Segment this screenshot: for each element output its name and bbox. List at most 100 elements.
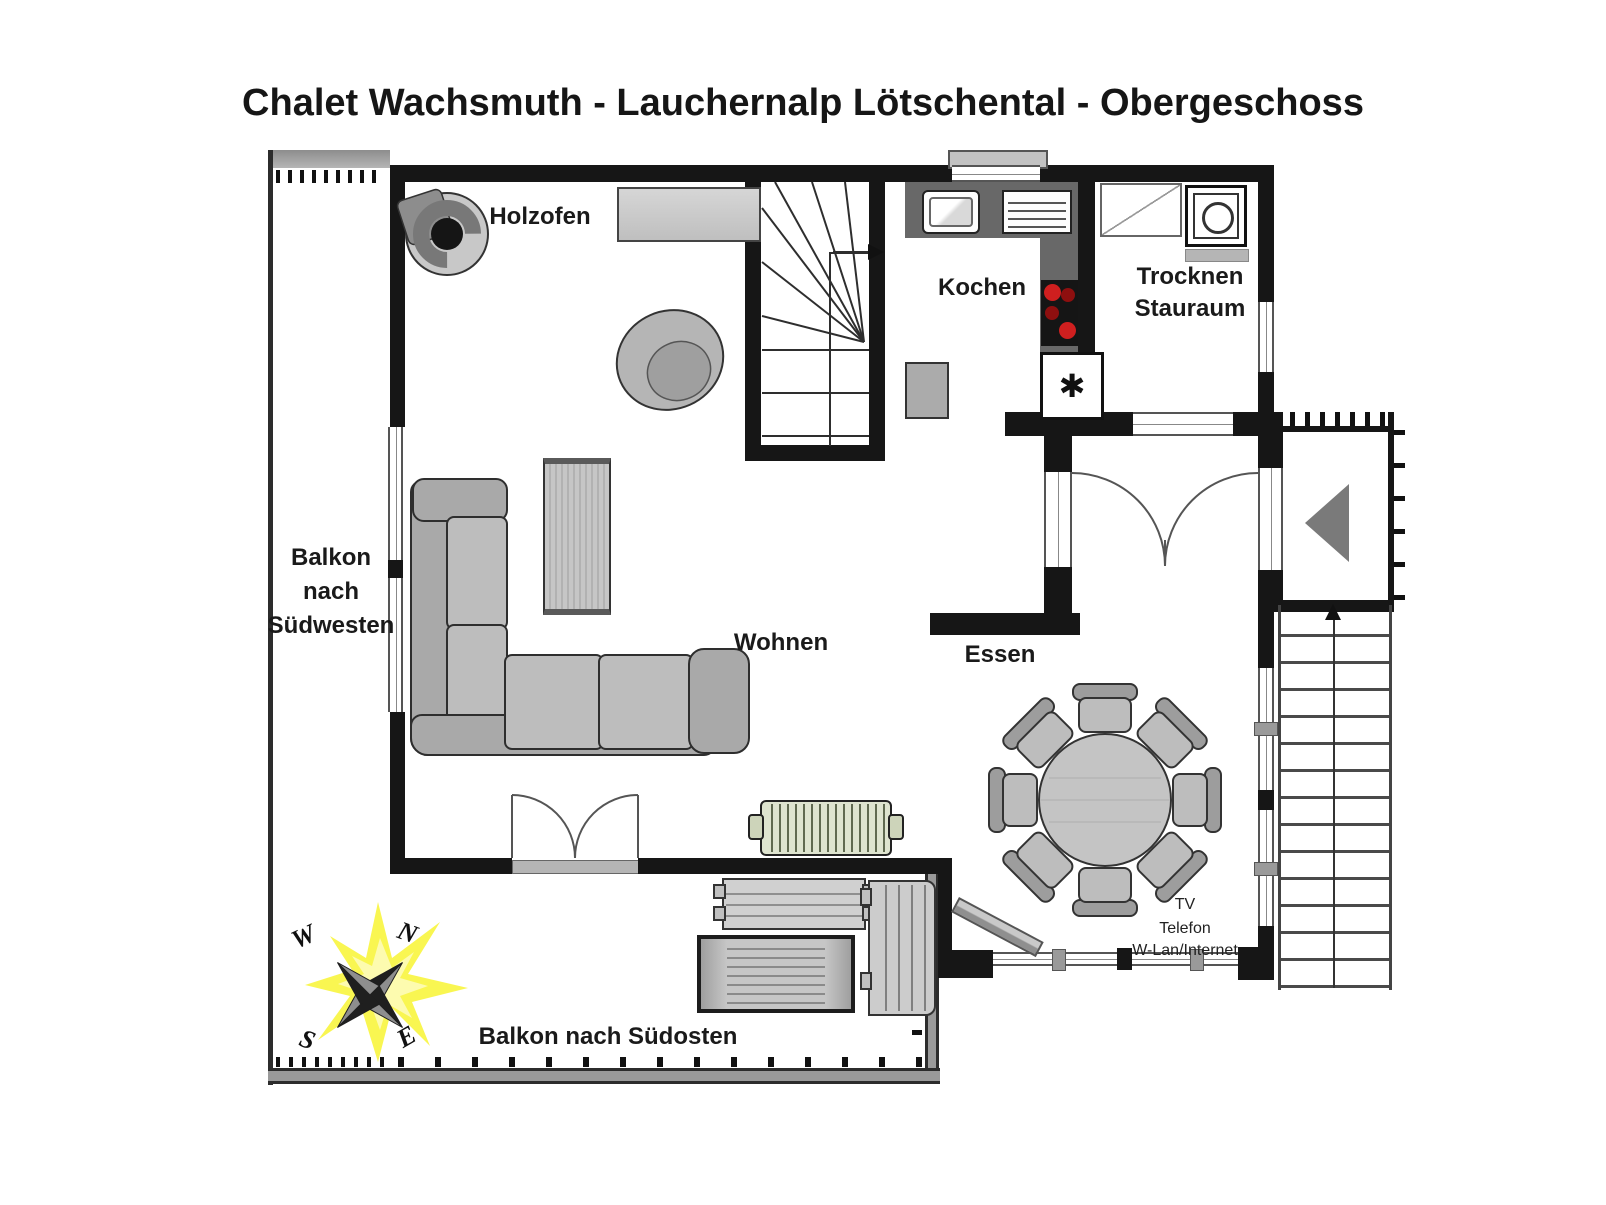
radiator: [760, 800, 892, 856]
washing-machine-drum: [1202, 202, 1234, 234]
exterior-stair-left-rail: [1278, 605, 1281, 990]
balcony-table-slats: [726, 884, 862, 924]
essen-right-wall-c: [1258, 926, 1274, 980]
balcony-southeast-ticks-main: [398, 1057, 922, 1067]
wohnen-window-pier: [388, 560, 403, 578]
sofa-arm-right: [688, 648, 750, 754]
essen-top-wall: [930, 613, 1080, 635]
balcony-southeast-bottom-band: [268, 1068, 940, 1084]
hall-door-left-leaf: [1044, 472, 1072, 567]
essen-left-wall: [938, 858, 952, 953]
balcony-bench-slats: [874, 885, 930, 1011]
balcony-sw-label-line1: Balkon: [290, 544, 372, 571]
kitchen-drainer-ribs: [1008, 196, 1066, 228]
balcony-southwest-left-border: [268, 150, 273, 1085]
porch-wall-upper: [1258, 436, 1283, 468]
essen-bottom-mullion-1: [1052, 949, 1066, 971]
burner: [1044, 284, 1061, 301]
balcony-bench-tab: [860, 972, 872, 990]
kitchen-window: [952, 165, 1040, 182]
dining-table: [1038, 733, 1172, 867]
kochen-trocknen-wall: [1078, 165, 1095, 357]
entry-door-leaf: [1258, 468, 1283, 570]
amenity-wlan: W-Lan/Internet: [1132, 942, 1238, 959]
wall-left-lower: [390, 712, 405, 858]
kitchen-cooktop: [1041, 280, 1078, 346]
essen-bottom-mullion-2: [1190, 949, 1204, 971]
essen-right-mullion-1: [1254, 722, 1278, 736]
hall-pier-bottom: [1044, 567, 1072, 617]
balcony-southwest-railing-ticks: [276, 170, 378, 183]
exterior-stair-center-line: [1333, 620, 1335, 988]
washing-machine: [1185, 185, 1247, 247]
balcony-table-tab: [713, 906, 726, 921]
washing-machine-base: [1185, 249, 1249, 262]
radiator-cap-left: [748, 814, 764, 840]
stair-right-wall: [869, 165, 885, 461]
wohnen-label: Wohnen: [733, 629, 829, 656]
essen-bottom-pier: [1117, 948, 1132, 970]
wohnen-bottom-wall-right: [638, 858, 952, 874]
amenity-telefon: Telefon: [1159, 920, 1211, 937]
trocknen-sliding-door: [1133, 412, 1233, 436]
wall-top: [390, 165, 1274, 182]
trocknen-window: [1258, 302, 1274, 372]
kitchen-freezer: ✱: [1040, 352, 1104, 420]
stair-bottom-wall: [745, 445, 885, 461]
porch-railing-right: [1388, 412, 1394, 612]
balcony-southeast-ticks-left: [276, 1057, 388, 1067]
entrance-direction-arrow: [1305, 484, 1349, 562]
coffee-table: [543, 458, 611, 615]
balcony-sw-label-line3: Südwesten: [267, 612, 395, 639]
amenity-tv: TV: [1174, 896, 1196, 913]
balcony-bench: [868, 880, 936, 1016]
balcony-bench-tab: [860, 888, 872, 906]
entrance-double-door: [1071, 472, 1259, 567]
kitchen-drainer: [1002, 190, 1072, 234]
sofa-back-left: [410, 480, 452, 756]
exterior-stair-up-arrow: [1325, 604, 1341, 620]
sofa-cushion-3: [504, 654, 604, 750]
wall-left-upper: [390, 165, 405, 427]
sun-lounger-slats: [727, 941, 825, 1007]
porch-railing-top-line: [1283, 426, 1390, 432]
balcony-door: [511, 794, 639, 859]
sun-lounger: [697, 935, 855, 1013]
sofa-cushion-1: [446, 516, 508, 630]
interior-stair: [761, 181, 869, 446]
balcony-door-sill: [512, 860, 640, 874]
burner: [1059, 322, 1076, 339]
exterior-stair-treads: [1281, 610, 1389, 988]
compass-glow-inner: [338, 938, 428, 1030]
essen-bottom-corner-left: [938, 950, 993, 978]
essen-right-mullion-2: [1254, 862, 1278, 876]
wood-stove: [396, 188, 489, 276]
porch-railing-top-ticks: [1290, 412, 1390, 426]
compass-west: W: [286, 918, 320, 955]
trocknen-counter: [1100, 183, 1182, 237]
compass-rose: [305, 902, 468, 1062]
holzofen-label: Holzofen: [489, 203, 591, 230]
radiator-cap-right: [888, 814, 904, 840]
balcony-southwest-cap: [268, 150, 390, 168]
balcony-table-tab: [713, 884, 726, 899]
wall-right-mid: [1258, 372, 1274, 412]
compass-south: S: [295, 1023, 320, 1056]
trocknen-label-line2: Stauraum: [1134, 295, 1246, 322]
balcony-table: [722, 878, 866, 930]
compass-east: E: [391, 1019, 422, 1054]
sun-lounger-head: [701, 939, 727, 1009]
wohnen-bottom-wall-left: [390, 858, 512, 874]
hall-pier-top: [1044, 436, 1072, 472]
kochen-label: Kochen: [937, 274, 1027, 301]
sideboard: [617, 187, 761, 242]
burner: [1045, 306, 1059, 320]
essen-right-wall-a: [1258, 612, 1274, 668]
balcony-se-label: Balkon nach Südosten: [478, 1023, 738, 1050]
washing-machine-inner: [1193, 193, 1239, 239]
wall-right-upper: [1258, 165, 1274, 302]
dining-set: [988, 683, 1222, 917]
essen-bottom-corner-right: [1238, 947, 1258, 980]
burner: [1061, 288, 1075, 302]
